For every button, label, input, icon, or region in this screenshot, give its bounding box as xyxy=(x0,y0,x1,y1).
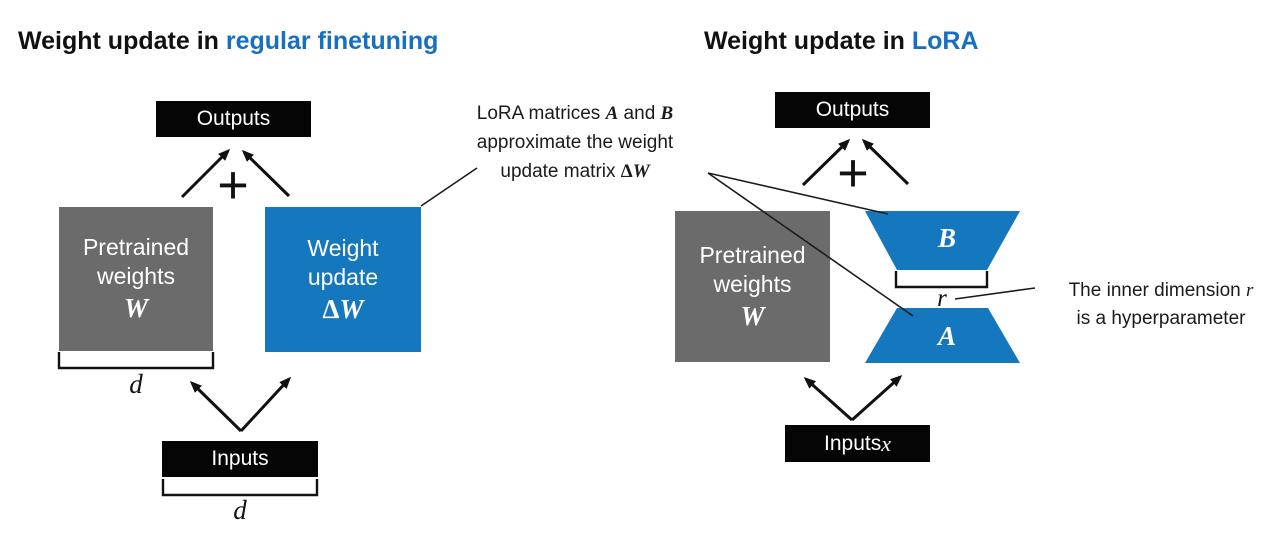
left-title-prefix: Weight update in xyxy=(18,27,226,55)
left-inputs-box: Inputs xyxy=(162,441,318,477)
right-pretrained-line1: Pretrained xyxy=(699,241,806,268)
left-outputs-box: Outputs xyxy=(156,101,311,137)
right-title-highlight: LoRA xyxy=(911,27,979,55)
left-dim-d-weights-glyph: d xyxy=(129,368,143,399)
right-outputs-label: Outputs xyxy=(815,98,890,121)
lora-ann-delta-symbol: Δ xyxy=(620,161,633,182)
left-title: Weight update in regular finetuning xyxy=(18,27,438,56)
left-dim-d-weights: d xyxy=(106,366,166,402)
left-arrow-inputs-to-w xyxy=(189,380,243,433)
left-outputs-label: Outputs xyxy=(196,107,271,130)
lora-annotation-line1: LoRA matrices A and B xyxy=(453,99,697,128)
plus-icon: + xyxy=(203,155,263,215)
right-pretrained-line2: weights xyxy=(713,270,792,297)
lora-ann-w-symbol: W xyxy=(632,161,650,182)
lora-ann-l3-text: update matrix xyxy=(500,161,621,182)
left-update-line2: update xyxy=(307,263,379,290)
matrix-b-glyph: B xyxy=(937,222,956,253)
rank-ann-r-symbol: r xyxy=(1246,280,1254,301)
lora-ann-l1-text1: LoRA matrices xyxy=(476,103,606,124)
left-dim-d-inputs-glyph: d xyxy=(233,494,247,525)
matrix-b-label: B xyxy=(917,216,977,260)
rank-annotation-line2: is a hyperparameter xyxy=(1076,308,1246,329)
left-update-delta: Δ xyxy=(322,293,340,324)
right-arrow-inputs-to-w xyxy=(803,377,853,422)
right-title: Weight update in LoRA xyxy=(704,27,979,56)
right-pretrained-symbol: W xyxy=(740,300,765,331)
rank-annotation-line1: The inner dimension r xyxy=(1040,277,1280,305)
rank-r-glyph: r xyxy=(937,285,947,312)
left-title-highlight: regular finetuning xyxy=(225,27,439,55)
left-plus-glyph: + xyxy=(217,155,249,215)
lora-annotation-line2: approximate the weight xyxy=(476,132,674,153)
matrix-a-label: A xyxy=(917,314,977,358)
left-inputs-label: Inputs xyxy=(211,447,269,470)
lora-annotation-line3: update matrix ΔW xyxy=(453,157,697,186)
right-inputs-box: Inputs x xyxy=(785,425,930,462)
left-pretrained-symbol: W xyxy=(123,293,148,323)
right-inputs-x-symbol: x xyxy=(881,430,891,456)
right-outputs-box: Outputs xyxy=(775,92,930,128)
right-arrow-inputs-to-a xyxy=(850,374,903,422)
left-update-w: W xyxy=(339,293,364,324)
lora-ann-l1-text2: and xyxy=(618,103,661,124)
lora-ann-b-symbol: B xyxy=(660,103,674,124)
right-pretrained-weights-box: Pretrained weights W xyxy=(675,211,830,362)
left-update-line1: Weight xyxy=(307,234,379,261)
left-pretrained-weights-box: Pretrained weights W xyxy=(59,207,213,351)
lora-ann-a-symbol: A xyxy=(605,103,619,124)
right-plus-glyph: + xyxy=(837,143,869,203)
left-pretrained-line1: Pretrained xyxy=(82,234,190,260)
matrix-a-glyph: A xyxy=(937,320,956,351)
rank-ann-text1: The inner dimension xyxy=(1068,280,1247,301)
rank-annotation: The inner dimension r is a hyperparamete… xyxy=(1040,277,1280,333)
rank-r-label: r xyxy=(914,283,970,315)
left-arrow-inputs-to-dw xyxy=(239,376,292,433)
left-weight-update-box: Weight update ΔW xyxy=(265,207,421,352)
left-pretrained-line2: weights xyxy=(97,263,175,289)
left-dim-d-inputs: d xyxy=(210,492,270,528)
right-inputs-label: Inputs xyxy=(824,431,882,455)
lora-matrices-annotation: LoRA matrices A and B approximate the we… xyxy=(453,99,697,186)
plus-icon: + xyxy=(823,143,883,203)
right-title-prefix: Weight update in xyxy=(704,27,912,55)
